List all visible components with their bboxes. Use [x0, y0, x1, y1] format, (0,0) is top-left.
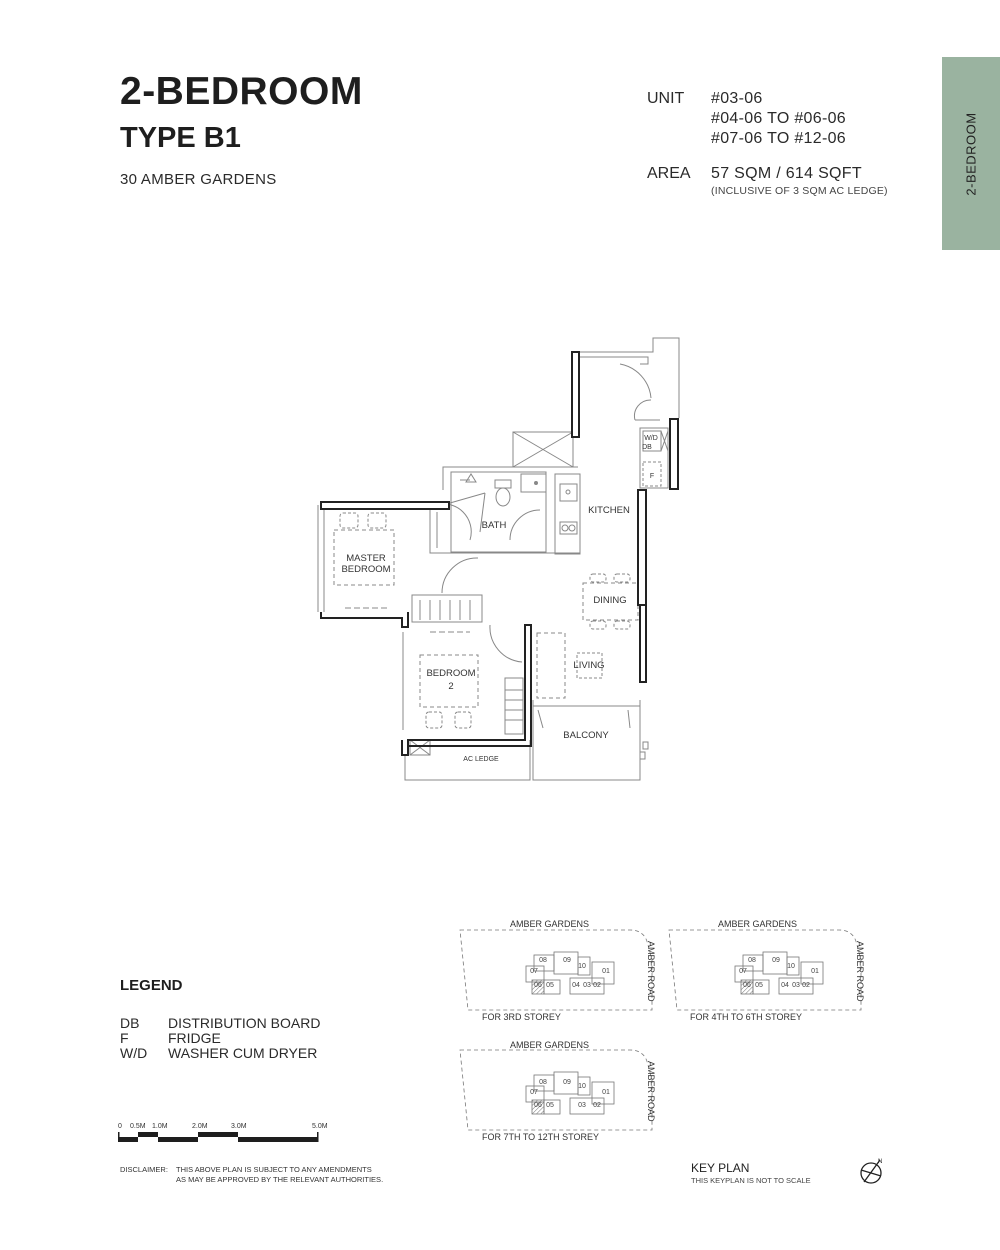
svg-text:09: 09	[563, 957, 571, 964]
unit-numbers: #03-06 #04-06 TO #06-06 #07-06 TO #12-06	[711, 89, 846, 149]
label-bedroom2-1: BEDROOM	[426, 668, 475, 679]
svg-text:06: 06	[743, 982, 751, 989]
svg-text:02: 02	[593, 982, 601, 989]
legend-code: W/D	[120, 1045, 148, 1061]
key-plan-side-label: AMBER ROAD	[646, 1061, 656, 1122]
key-plan-top-label: AMBER GARDENS	[510, 919, 590, 929]
svg-text:06: 06	[534, 982, 542, 989]
svg-text:01: 01	[602, 968, 610, 975]
label-kitchen: KITCHEN	[588, 505, 630, 516]
label-master-bedroom-1: MASTER	[346, 553, 386, 564]
svg-text:09: 09	[772, 957, 780, 964]
label-master-bedroom-2: BEDROOM	[341, 564, 390, 575]
key-plan-7th-12th-storey: 08 09 10 07 01 06 05 03 02	[459, 1049, 653, 1131]
key-plan-top-label: AMBER GARDENS	[510, 1040, 590, 1050]
svg-text:03: 03	[583, 982, 591, 989]
svg-text:02: 02	[802, 982, 810, 989]
key-plan-title: KEY PLAN	[691, 1161, 750, 1175]
svg-text:05: 05	[546, 982, 554, 989]
svg-text:02: 02	[593, 1102, 601, 1109]
scale-tick: 5.0M	[312, 1123, 328, 1130]
label-bath: BATH	[482, 520, 507, 531]
scale-tick: 3.0M	[231, 1123, 247, 1130]
legend-item: DB DISTRIBUTION BOARD	[120, 1015, 320, 1031]
svg-text:06: 06	[534, 1102, 542, 1109]
svg-text:10: 10	[578, 1083, 586, 1090]
scale-bar: 0 0.5M 1.0M 2.0M 3.0M 5.0M	[118, 1115, 333, 1145]
unit-type-title: TYPE B1	[120, 122, 241, 154]
svg-text:03: 03	[792, 982, 800, 989]
area-label: AREA	[647, 165, 691, 182]
project-name: 30 AMBER GARDENS	[120, 171, 277, 188]
label-ac-ledge: AC LEDGE	[463, 756, 499, 763]
svg-text:07: 07	[739, 968, 747, 975]
svg-text:04: 04	[572, 982, 580, 989]
key-plan-note: THIS KEYPLAN IS NOT TO SCALE	[691, 1176, 811, 1185]
svg-text:10: 10	[787, 963, 795, 970]
svg-text:04: 04	[781, 982, 789, 989]
label-db: DB	[642, 444, 652, 451]
svg-text:08: 08	[748, 957, 756, 964]
unit-number: #03-06	[711, 90, 763, 107]
disclaimer-label: DISCLAIMER:	[120, 1165, 168, 1174]
label-wd: W/D	[644, 435, 658, 442]
svg-text:07: 07	[530, 1089, 538, 1096]
label-living: LIVING	[573, 660, 604, 671]
scale-tick: 2.0M	[192, 1123, 208, 1130]
key-plan-side-label: AMBER ROAD	[855, 941, 865, 1002]
area-note: (INCLUSIVE OF 3 SQM AC LEDGE)	[711, 185, 888, 197]
legend-code: DB	[120, 1015, 140, 1031]
scale-tick: 1.0M	[152, 1123, 168, 1130]
legend-label: FRIDGE	[168, 1030, 221, 1046]
svg-text:05: 05	[755, 982, 763, 989]
svg-text:03: 03	[578, 1102, 586, 1109]
legend-label: DISTRIBUTION BOARD	[168, 1015, 321, 1031]
floor-plan: KITCHEN BATH MASTER BEDROOM DINING LIVIN…	[317, 337, 680, 781]
unit-number: #07-06 TO #12-06	[711, 130, 846, 147]
svg-text:09: 09	[563, 1079, 571, 1086]
svg-text:07: 07	[530, 968, 538, 975]
svg-text:05: 05	[546, 1102, 554, 1109]
label-bedroom2-2: 2	[448, 681, 453, 692]
svg-text:01: 01	[811, 968, 819, 975]
disclaimer-line: AS MAY BE APPROVED BY THE RELEVANT AUTHO…	[176, 1175, 384, 1184]
label-balcony: BALCONY	[563, 730, 609, 741]
label-dining: DINING	[593, 595, 626, 606]
legend-title: LEGEND	[120, 977, 183, 994]
key-plan-caption: FOR 3RD STOREY	[482, 1012, 561, 1022]
svg-text:01: 01	[602, 1089, 610, 1096]
svg-text:08: 08	[539, 1079, 547, 1086]
legend-label: WASHER CUM DRYER	[168, 1045, 318, 1061]
unit-number: #04-06 TO #06-06	[711, 110, 846, 127]
legend-item: W/D WASHER CUM DRYER	[120, 1045, 317, 1061]
key-plan-caption: FOR 7TH TO 12TH STOREY	[482, 1132, 600, 1142]
legend-item: F FRIDGE	[120, 1030, 221, 1046]
unit-label: UNIT	[647, 90, 685, 107]
label-fridge: F	[650, 473, 654, 480]
area-value: 57 SQM / 614 SQFT	[711, 165, 862, 182]
key-plan-top-label: AMBER GARDENS	[718, 919, 798, 929]
north-arrow-icon: N	[860, 1159, 882, 1184]
key-plan-side-label: AMBER ROAD	[646, 941, 656, 1002]
unit-category-title: 2-BEDROOM	[120, 70, 363, 113]
svg-text:N: N	[878, 1159, 882, 1165]
category-side-tab[interactable]: 2-BEDROOM	[942, 57, 1000, 250]
key-plan-caption: FOR 4TH TO 6TH STOREY	[690, 1012, 803, 1022]
scale-tick: 0.5M	[130, 1123, 146, 1130]
disclaimer-line: THIS ABOVE PLAN IS SUBJECT TO ANY AMENDM…	[176, 1165, 372, 1174]
svg-text:10: 10	[578, 963, 586, 970]
legend-code: F	[120, 1030, 129, 1046]
scale-tick: 0	[118, 1123, 122, 1130]
svg-text:08: 08	[539, 957, 547, 964]
disclaimer: DISCLAIMER: THIS ABOVE PLAN IS SUBJECT TO…	[120, 1165, 383, 1185]
